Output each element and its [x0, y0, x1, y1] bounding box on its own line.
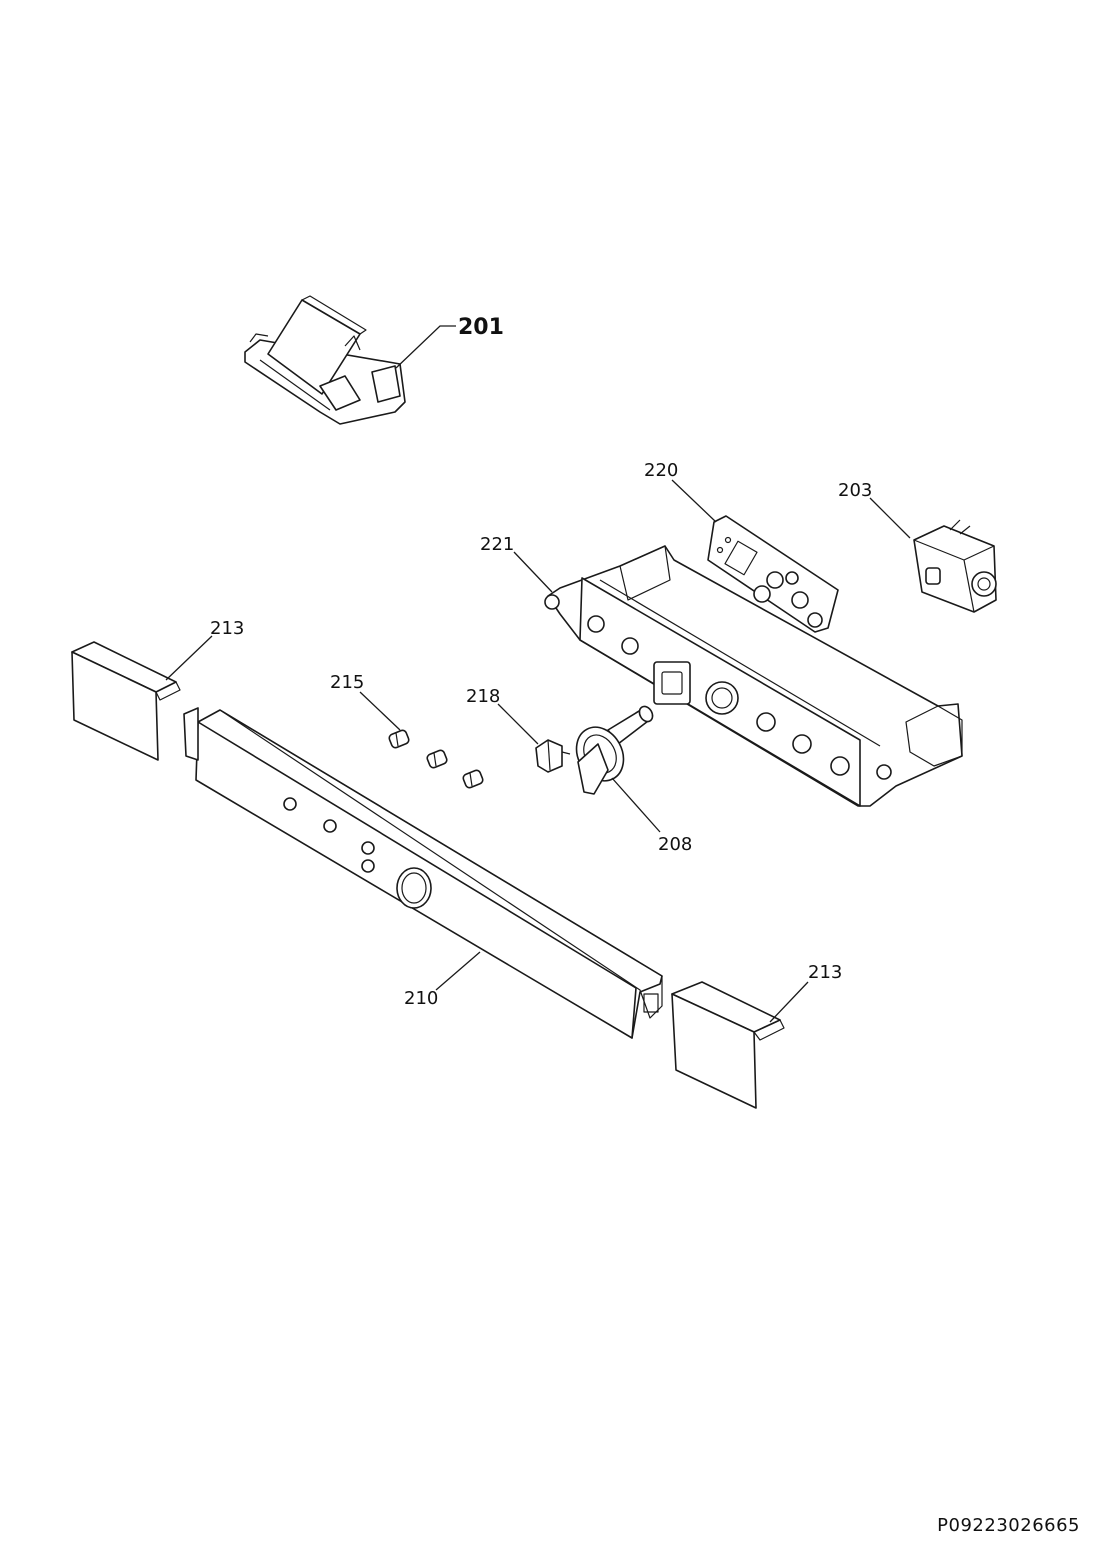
part-218-lamp-holder: [535, 739, 571, 773]
part-210-front-panel: [183, 707, 663, 1039]
leader-213-right: [769, 981, 809, 1023]
part-208-knob: [575, 705, 654, 795]
document-number: P09223026665: [937, 1515, 1080, 1536]
leader-201: [395, 325, 456, 369]
part-213-left-end-cap: [71, 641, 181, 761]
callout-218: 218: [466, 686, 500, 707]
part-215-buttons: [388, 729, 484, 789]
leader-221: [513, 551, 553, 593]
callout-215: 215: [330, 672, 364, 693]
button-1: [388, 729, 410, 749]
part-201-bracket: [244, 295, 406, 425]
leader-208: [611, 777, 661, 833]
leader-218: [497, 703, 539, 745]
part-221-panel-frame: [544, 545, 963, 807]
callout-220: 220: [644, 460, 678, 481]
callout-221: 221: [480, 534, 514, 555]
part-213-right-end-cap: [671, 981, 785, 1109]
leader-220: [671, 479, 717, 523]
leader-210: [435, 951, 481, 991]
part-220-circuit-board: [707, 515, 839, 633]
button-3: [462, 769, 484, 789]
button-2: [426, 749, 448, 769]
callout-213-right: 213: [808, 962, 842, 983]
part-203-switch: [913, 519, 997, 613]
callout-208: 208: [658, 834, 692, 855]
callout-213-left: 213: [210, 618, 244, 639]
leader-203: [869, 497, 911, 539]
leader-213-left: [165, 635, 213, 681]
callout-201: 201: [458, 315, 504, 340]
callout-203: 203: [838, 480, 872, 501]
leader-215: [359, 691, 401, 731]
callout-210: 210: [404, 988, 438, 1009]
